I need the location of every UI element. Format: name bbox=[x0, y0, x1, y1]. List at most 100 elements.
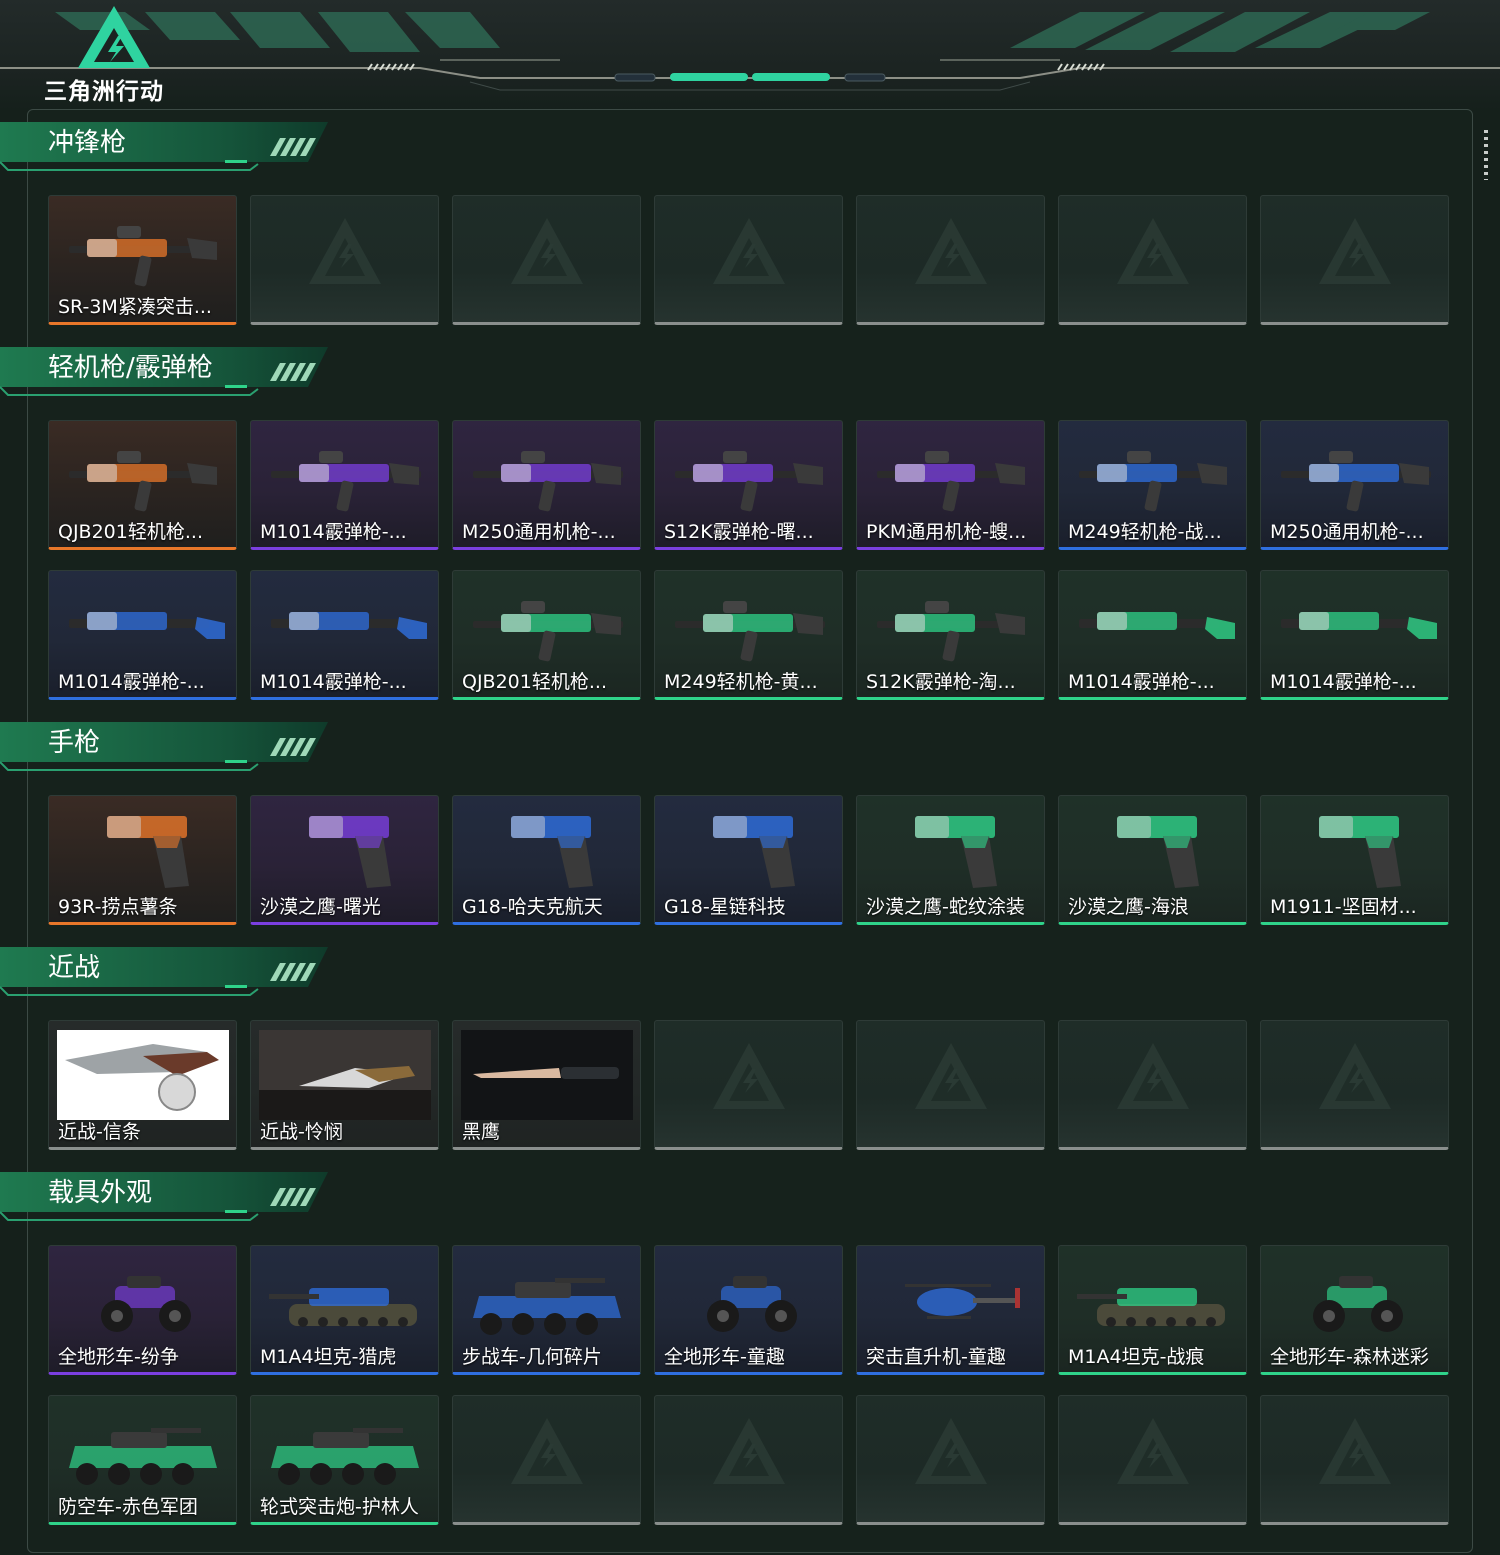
item-name: M1014霰弹枪-... bbox=[58, 671, 205, 693]
item-card[interactable]: M250通用机枪-... bbox=[1260, 420, 1449, 550]
item-image-icon bbox=[271, 612, 427, 639]
item-image-icon bbox=[915, 816, 997, 888]
item-name: QJB201轻机枪... bbox=[462, 671, 607, 693]
item-image-icon bbox=[1117, 816, 1199, 888]
item-image-icon bbox=[675, 601, 825, 662]
item-card[interactable]: G18-星链科技 bbox=[654, 795, 843, 925]
item-image-icon bbox=[271, 1428, 419, 1485]
item-image-icon bbox=[511, 816, 593, 888]
section-header-bar bbox=[0, 347, 328, 396]
item-card[interactable]: 沙漠之鹰-海浪 bbox=[1058, 795, 1247, 925]
empty-slot bbox=[856, 195, 1045, 325]
section-title: 手枪 bbox=[48, 728, 101, 758]
item-card[interactable]: G18-哈夫克航天 bbox=[452, 795, 641, 925]
item-card[interactable]: M1911-坚固材... bbox=[1260, 795, 1449, 925]
item-image-icon bbox=[1281, 451, 1431, 512]
item-card[interactable]: S12K霰弹枪-淘... bbox=[856, 570, 1045, 700]
item-image-icon bbox=[57, 1030, 229, 1120]
section-header-bar bbox=[0, 722, 328, 771]
item-image-icon bbox=[1281, 612, 1437, 639]
item-card[interactable]: QJB201轻机枪... bbox=[452, 570, 641, 700]
item-card[interactable]: 沙漠之鹰-蛇纹涂装 bbox=[856, 795, 1045, 925]
placeholder-logo-icon bbox=[511, 1418, 583, 1484]
section-header-bar bbox=[0, 122, 328, 171]
placeholder-logo-icon bbox=[713, 1418, 785, 1484]
item-card[interactable]: 全地形车-森林迷彩 bbox=[1260, 1245, 1449, 1375]
item-name: 突击直升机-童趣 bbox=[866, 1346, 1006, 1368]
item-card[interactable]: SR-3M紧凑突击... bbox=[48, 195, 237, 325]
item-card[interactable]: M250通用机枪-... bbox=[452, 420, 641, 550]
item-card[interactable]: 沙漠之鹰-曙光 bbox=[250, 795, 439, 925]
item-card[interactable]: S12K霰弹枪-曙... bbox=[654, 420, 843, 550]
item-image-icon bbox=[271, 451, 421, 512]
item-card[interactable]: 轮式突击炮-护林人 bbox=[250, 1395, 439, 1525]
item-card[interactable]: 突击直升机-童趣 bbox=[856, 1245, 1045, 1375]
item-card[interactable]: M1014霰弹枪-... bbox=[1260, 570, 1449, 700]
item-card[interactable]: 防空车-赤色军团 bbox=[48, 1395, 237, 1525]
empty-slot bbox=[1260, 1020, 1449, 1150]
item-card[interactable]: PKM通用机枪-螋... bbox=[856, 420, 1045, 550]
item-image-icon bbox=[461, 1030, 633, 1120]
item-name: 全地形车-森林迷彩 bbox=[1270, 1346, 1429, 1368]
empty-slot bbox=[250, 195, 439, 325]
item-image-icon bbox=[309, 816, 391, 888]
item-card[interactable]: 93R-捞点薯条 bbox=[48, 795, 237, 925]
item-image-icon bbox=[713, 816, 795, 888]
item-card[interactable]: M1014霰弹枪-... bbox=[250, 420, 439, 550]
item-card[interactable]: QJB201轻机枪... bbox=[48, 420, 237, 550]
item-image-icon bbox=[101, 1276, 191, 1332]
item-name: QJB201轻机枪... bbox=[58, 521, 203, 543]
item-card[interactable]: M1014霰弹枪-... bbox=[48, 570, 237, 700]
placeholder-logo-icon bbox=[309, 218, 381, 284]
item-card[interactable]: M1014霰弹枪-... bbox=[250, 570, 439, 700]
item-name: M1A4坦克-猎虎 bbox=[260, 1346, 397, 1368]
item-image-icon bbox=[877, 451, 1025, 512]
item-card[interactable]: M249轻机枪-战... bbox=[1058, 420, 1247, 550]
placeholder-logo-icon bbox=[1319, 1418, 1391, 1484]
section-title: 载具外观 bbox=[48, 1178, 153, 1208]
item-name: M1014霰弹枪-... bbox=[1068, 671, 1215, 693]
placeholder-logo-icon bbox=[1117, 1043, 1189, 1109]
item-image-icon bbox=[1077, 1288, 1225, 1327]
item-card[interactable]: M1A4坦克-战痕 bbox=[1058, 1245, 1247, 1375]
section-header-bar bbox=[0, 947, 328, 996]
scrollbar[interactable] bbox=[1484, 130, 1488, 180]
item-image-icon bbox=[1079, 612, 1235, 639]
placeholder-logo-icon bbox=[915, 218, 987, 284]
empty-slot bbox=[452, 195, 641, 325]
item-name: M250通用机枪-... bbox=[1270, 521, 1424, 543]
placeholder-logo-icon bbox=[1117, 1418, 1189, 1484]
placeholder-logo-icon bbox=[713, 218, 785, 284]
item-card[interactable]: 全地形车-纷争 bbox=[48, 1245, 237, 1375]
empty-slot bbox=[856, 1020, 1045, 1150]
empty-slot bbox=[1058, 1395, 1247, 1525]
item-image-icon bbox=[1319, 816, 1401, 888]
item-image-icon bbox=[69, 612, 225, 639]
item-name: 近战-信条 bbox=[58, 1121, 141, 1143]
item-card[interactable]: M1A4坦克-猎虎 bbox=[250, 1245, 439, 1375]
empty-slot bbox=[654, 195, 843, 325]
empty-slot bbox=[1058, 195, 1247, 325]
header-decoration bbox=[0, 12, 1500, 91]
item-name: M1911-坚固材... bbox=[1270, 896, 1417, 918]
item-name: 沙漠之鹰-海浪 bbox=[1068, 896, 1189, 918]
placeholder-logo-icon bbox=[511, 218, 583, 284]
item-name: G18-哈夫克航天 bbox=[462, 896, 603, 918]
item-name: 93R-捞点薯条 bbox=[58, 896, 178, 918]
item-card[interactable]: 步战车-几何碎片 bbox=[452, 1245, 641, 1375]
section-header-bar bbox=[0, 1172, 328, 1221]
item-name: 沙漠之鹰-蛇纹涂装 bbox=[866, 896, 1025, 918]
item-card[interactable]: 黑鹰 bbox=[452, 1020, 641, 1150]
placeholder-logo-icon bbox=[915, 1043, 987, 1109]
item-card[interactable]: 近战-怜悯 bbox=[250, 1020, 439, 1150]
item-card[interactable]: M1014霰弹枪-... bbox=[1058, 570, 1247, 700]
item-name: 近战-怜悯 bbox=[260, 1121, 343, 1143]
item-card[interactable]: M249轻机枪-黄... bbox=[654, 570, 843, 700]
item-name: M1014霰弹枪-... bbox=[260, 521, 407, 543]
item-name: 黑鹰 bbox=[462, 1121, 501, 1143]
item-name: 全地形车-纷争 bbox=[58, 1346, 179, 1368]
empty-slot bbox=[452, 1395, 641, 1525]
section-header: 手枪 bbox=[0, 720, 330, 776]
item-card[interactable]: 全地形车-童趣 bbox=[654, 1245, 843, 1375]
item-card[interactable]: 近战-信条 bbox=[48, 1020, 237, 1150]
